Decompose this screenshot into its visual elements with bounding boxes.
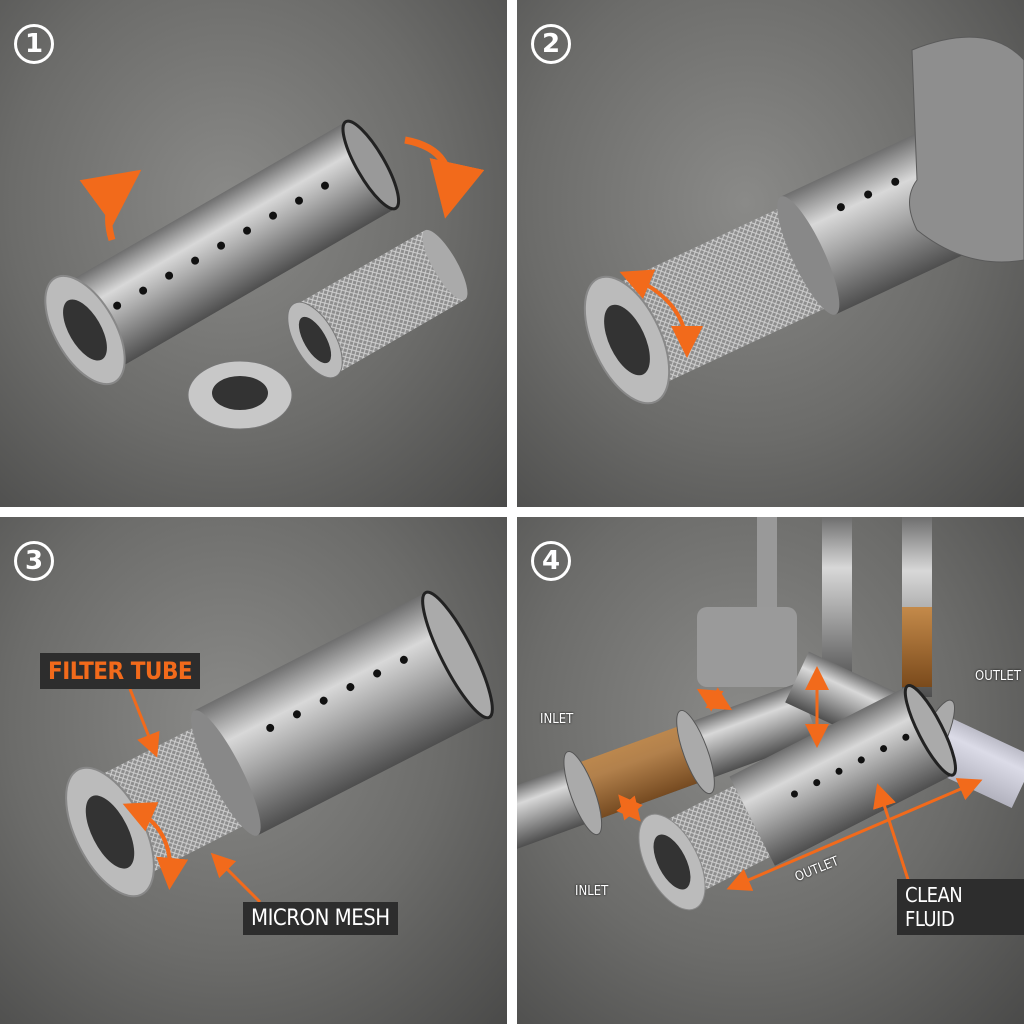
step-number-badge: 4 — [531, 541, 571, 581]
flow-arrow — [696, 687, 733, 712]
step-2-panel: 2 — [517, 0, 1024, 507]
step-number-badge: 3 — [14, 541, 54, 581]
pipe-system — [517, 517, 1024, 853]
filter-tube-label: FILTER TUBE — [40, 653, 201, 689]
step-number-badge: 2 — [531, 24, 571, 64]
step-3-panel: 3 FILTER TUBE MICRON MESH — [0, 517, 507, 1024]
inlet-label: INLET — [575, 884, 609, 899]
inlet-label: INLET — [540, 712, 574, 727]
insert-cartridge-illustration — [583, 36, 1024, 405]
step-4-panel: 4 INLET OUTLET INLET OUTLET CLEAN FLUID — [517, 517, 1024, 1024]
installed-pipeline-illustration — [517, 517, 1024, 911]
filter-housing-tube — [194, 592, 490, 836]
assembled-filter-illustration — [65, 590, 494, 904]
seal-ring — [187, 360, 293, 430]
step-number-badge: 1 — [14, 24, 54, 64]
twist-arrow-icon — [619, 269, 703, 358]
twist-arrow-icon — [122, 802, 189, 890]
micron-mesh-label: MICRON MESH — [243, 902, 398, 935]
pointer-arrow — [873, 783, 914, 893]
clean-fluid-label: CLEAN FLUID — [897, 879, 1024, 935]
gloved-hand — [909, 36, 1024, 263]
disassembled-filter-illustration — [44, 119, 485, 430]
outlet-label: OUTLET — [975, 669, 1021, 684]
mesh-cartridge — [295, 230, 465, 375]
rotate-arrow-icon — [79, 169, 142, 242]
step-1-panel: 1 — [0, 0, 507, 507]
rotate-arrow-icon — [404, 136, 485, 219]
flow-arrow — [616, 794, 643, 822]
pointer-arrow — [210, 852, 262, 904]
flow-arrow — [726, 778, 983, 891]
filter-housing-tube — [60, 121, 396, 374]
pointer-arrow — [128, 688, 160, 758]
